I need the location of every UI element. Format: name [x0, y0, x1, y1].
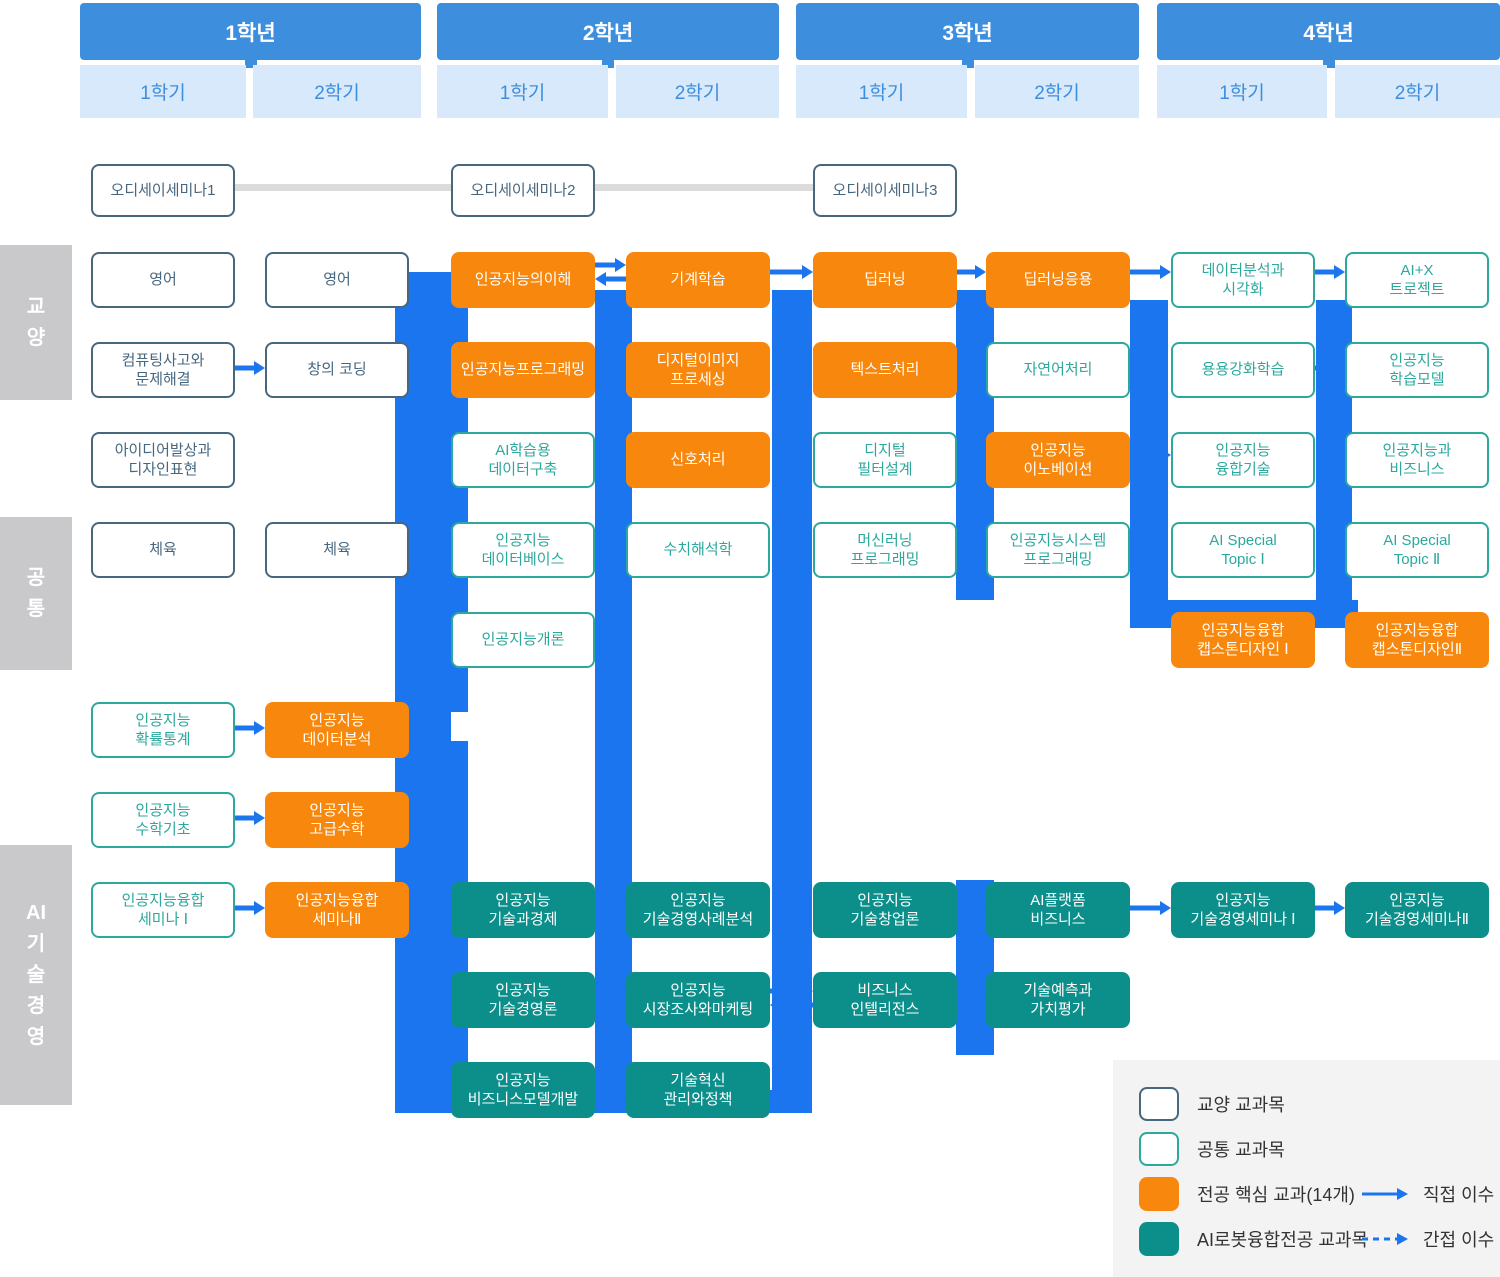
course-box: 아이디어발상과 디자인표현 [91, 432, 235, 488]
course-box: 인공지능 시장조사와마케팅 [626, 972, 770, 1028]
course-box: 인공지능 고급수학 [265, 792, 409, 848]
odyssey-seminar-box: 오디세이세미나3 [813, 164, 957, 217]
course-box: 머신러닝 프로그래밍 [813, 522, 957, 578]
core-swatch-icon [1139, 1177, 1179, 1211]
year-header-1: 1학년 [80, 3, 421, 60]
course-box: 인공지능 기술경영론 [451, 972, 595, 1028]
legend-item-liberal: 교양 교과목 [1139, 1086, 1285, 1122]
dashed-arrow-icon [1362, 1233, 1408, 1245]
semester-header-y3s2: 2학기 [975, 65, 1139, 118]
course-box: 영어 [91, 252, 235, 308]
course-box: 인공지능프로그래밍 [451, 342, 595, 398]
course-box: 텍스트처리 [813, 342, 957, 398]
legend-label: AI로봇융합전공 교과목 [1197, 1230, 1369, 1250]
legend-label: 공통 교과목 [1197, 1140, 1285, 1160]
course-box: 인공지능시스템 프로그래밍 [986, 522, 1130, 578]
course-box: 인공지능의이해 [451, 252, 595, 308]
legend-flow-direct: 직접 이수 [1361, 1176, 1494, 1212]
sidebar-group-2: AI 기 술 경 영 [0, 845, 72, 1105]
legend-flow-indirect: 간접 이수 [1361, 1221, 1494, 1257]
solid-arrow-icon [1362, 1188, 1408, 1200]
course-box: 기계학습 [626, 252, 770, 308]
legend-flow-label: 직접 이수 [1423, 1185, 1495, 1205]
year-header-notch [244, 57, 257, 68]
semester-header-y4s2: 2학기 [1335, 65, 1500, 118]
semester-header-y2s1: 1학기 [437, 65, 608, 118]
robot-swatch-icon [1139, 1222, 1179, 1256]
course-box: 인공지능융합 캡스톤디자인Ⅱ [1345, 612, 1489, 668]
course-box: 신호처리 [626, 432, 770, 488]
legend-item-core: 전공 핵심 교과(14개) [1139, 1176, 1355, 1212]
course-box: 인공지능 융합기술 [1171, 432, 1315, 488]
course-box: 인공지능 학습모델 [1345, 342, 1489, 398]
course-box: 용용강화학습 [1171, 342, 1315, 398]
course-box: 컴퓨팅사고와 문제해결 [91, 342, 235, 398]
year-header-2: 2학년 [437, 3, 779, 60]
legend-label: 전공 핵심 교과(14개) [1197, 1185, 1355, 1205]
legend-label: 교양 교과목 [1197, 1095, 1285, 1115]
course-box: 기술혁신 관리와정책 [626, 1062, 770, 1118]
course-box: AI Special Topic Ⅱ [1345, 522, 1489, 578]
course-box: 인공지능 데이터베이스 [451, 522, 595, 578]
course-box: 디지털이미지 프로세싱 [626, 342, 770, 398]
course-box: 인공지능과 비즈니스 [1345, 432, 1489, 488]
course-box: 인공지능 데이터분석 [265, 702, 409, 758]
course-box: 체육 [265, 522, 409, 578]
course-box: 영어 [265, 252, 409, 308]
semester-header-y3s1: 1학기 [796, 65, 967, 118]
course-box: 인공지능 기술경영세미나Ⅱ [1345, 882, 1489, 938]
year-header-notch [1322, 57, 1335, 68]
liberal-swatch-icon [1139, 1087, 1179, 1121]
semester-header-y1s1: 1학기 [80, 65, 246, 118]
odyssey-seminar-box: 오디세이세미나2 [451, 164, 595, 217]
course-box: 딥러닝응용 [986, 252, 1130, 308]
course-box: 인공지능 수학기초 [91, 792, 235, 848]
course-box: 자연어처리 [986, 342, 1130, 398]
course-box: 딥러닝 [813, 252, 957, 308]
course-box: 데이터분석과 시각화 [1171, 252, 1315, 308]
course-box: AI+X 트로젝트 [1345, 252, 1489, 308]
course-box: AI학습용 데이터구축 [451, 432, 595, 488]
course-box: AI플랫폼 비즈니스 [986, 882, 1130, 938]
year-header-notch [961, 57, 974, 68]
course-box: 인공지능 확률통계 [91, 702, 235, 758]
legend-item-common: 공통 교과목 [1139, 1131, 1285, 1167]
course-box: 비즈니스 인텔리전스 [813, 972, 957, 1028]
course-box: 기술예측과 가치평가 [986, 972, 1130, 1028]
course-box: 인공지능 기술창업론 [813, 882, 957, 938]
semester-header-y1s2: 2학기 [253, 65, 421, 118]
course-box: AI Special Topic Ⅰ [1171, 522, 1315, 578]
course-box: 수치해석학 [626, 522, 770, 578]
sidebar-group-1: 공 통 [0, 517, 72, 670]
semester-header-y4s1: 1학기 [1157, 65, 1327, 118]
odyssey-seminar-box: 오디세이세미나1 [91, 164, 235, 217]
course-box: 인공지능 기술과경제 [451, 882, 595, 938]
course-box: 창의 코딩 [265, 342, 409, 398]
course-box: 인공지능 기술경영세미나 Ⅰ [1171, 882, 1315, 938]
semester-header-y2s2: 2학기 [616, 65, 779, 118]
course-box: 디지털 필터설계 [813, 432, 957, 488]
sidebar-group-0: 교 양 [0, 245, 72, 400]
legend-item-robot: AI로봇융합전공 교과목 [1139, 1221, 1368, 1257]
common-swatch-icon [1139, 1132, 1179, 1166]
course-box: 인공지능 비즈니스모델개발 [451, 1062, 595, 1118]
course-box: 체육 [91, 522, 235, 578]
legend-panel: 교양 교과목 공통 교과목 전공 핵심 교과(14개) AI로봇융합전공 교과목… [1113, 1060, 1500, 1277]
year-header-notch [602, 57, 614, 68]
course-box: 인공지능 이노베이션 [986, 432, 1130, 488]
year-header-4: 4학년 [1157, 3, 1500, 60]
course-box: 인공지능개론 [451, 612, 595, 668]
legend-flow-label: 간접 이수 [1423, 1230, 1495, 1250]
course-box: 인공지능 기술경영사례분석 [626, 882, 770, 938]
course-box: 인공지능융합 캡스톤디자인 Ⅰ [1171, 612, 1315, 668]
year-header-3: 3학년 [796, 3, 1139, 60]
course-box: 인공지능융합 세미나Ⅱ [265, 882, 409, 938]
course-box: 인공지능융합 세미나 Ⅰ [91, 882, 235, 938]
